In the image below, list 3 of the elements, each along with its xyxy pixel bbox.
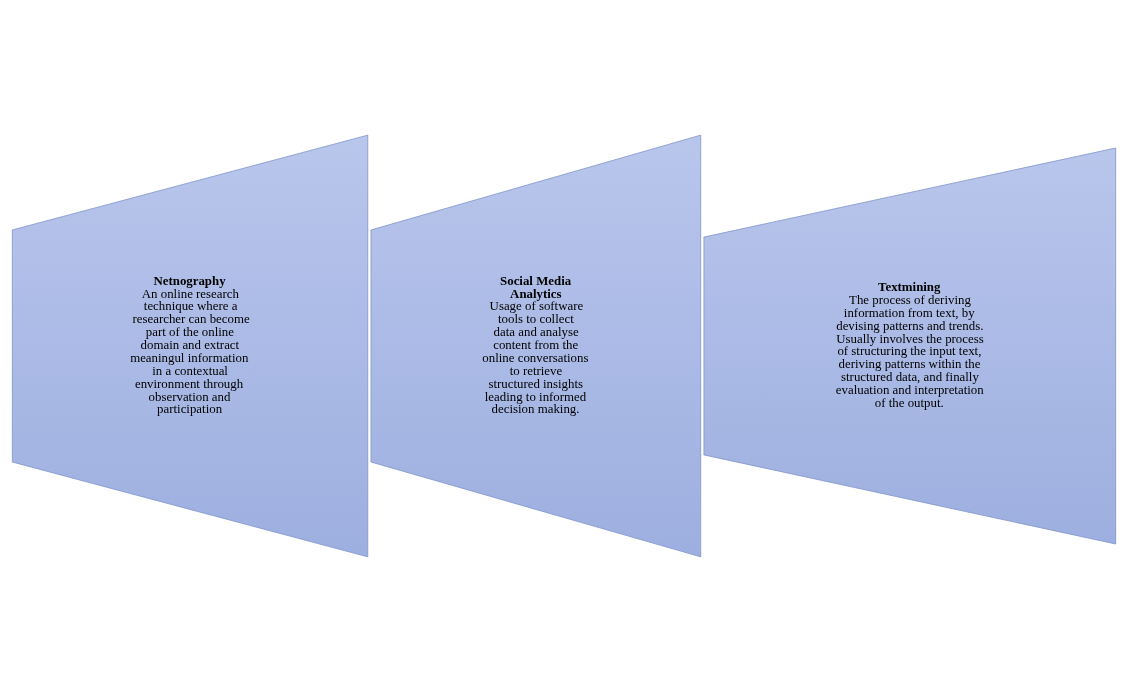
node-box: Textmining The process of deriving information from text, by devising patterns and trends. Usually involves the process of structuring the input text, deriving patterns within the structured data, and finally evaluation and interpretation of the output.	[703, 147, 1117, 545]
node-box: Social Media Analytics Usage of software tools to collect data and analyse content from the online conversations to retrieve structured insights leading to informed decision making.	[370, 134, 702, 558]
node-box: Netnography An online research technique where a researcher can become part of the online domain and extract meaningul information in a contextual environment through observation and participation	[11, 134, 369, 558]
